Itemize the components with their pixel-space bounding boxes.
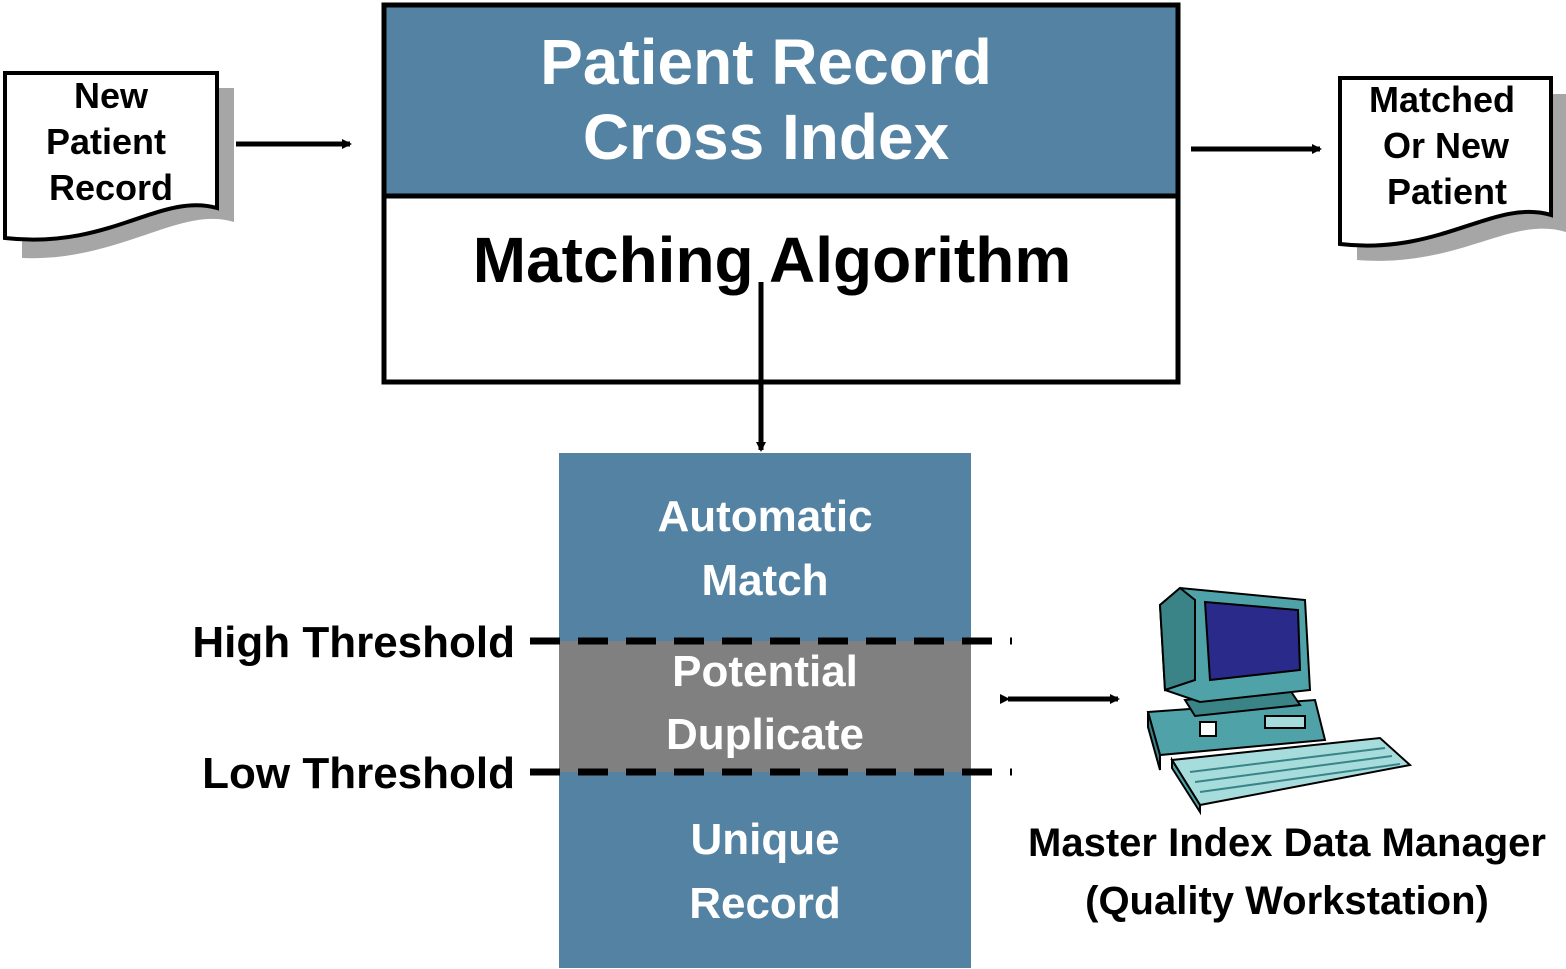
matching-algorithm-label: Matching Algorithm [473,224,1071,296]
input-doc-line2: Patient [46,121,166,162]
workstation-caption-line1: Master Index Data Manager [1028,821,1546,865]
potential-duplicate-zone [559,641,971,772]
document-shape [3,71,219,242]
output-doc-line2: Or New [1383,125,1510,166]
pir-body [381,193,1181,385]
low-threshold-label: Low Threshold [202,749,515,798]
new-patient-record-document: New Patient Record [3,71,234,259]
unique-record-zone [559,772,971,968]
pir-title-line1: Patient Record [540,26,992,98]
document-shape [1338,76,1553,248]
workstation-caption-line2: (Quality Workstation) [1085,879,1489,923]
potential-line1: Potential [672,647,858,696]
automatic-match-zone [559,453,971,641]
pir-title-line2: Cross Index [583,101,950,173]
unique-line1: Unique [690,815,839,864]
matched-or-new-patient-document: Matched Or New Patient [1338,76,1566,261]
automatic-line2: Match [701,556,828,605]
pir-header [381,2,1181,199]
potential-line2: Duplicate [666,710,864,759]
input-doc-line3: Record [49,167,173,208]
output-doc-line3: Patient [1387,171,1507,212]
automatic-line1: Automatic [657,492,872,541]
input-doc-line1: New [74,75,149,116]
unique-line2: Record [689,879,841,928]
high-threshold-label: High Threshold [192,618,515,667]
computer-workstation-icon [1146,586,1413,816]
patient-record-cross-index-box: Patient Record Cross Index Matching Algo… [381,2,1181,385]
threshold-stack: Automatic Match Potential Duplicate Uniq… [559,453,971,968]
output-doc-line1: Matched [1369,79,1515,120]
